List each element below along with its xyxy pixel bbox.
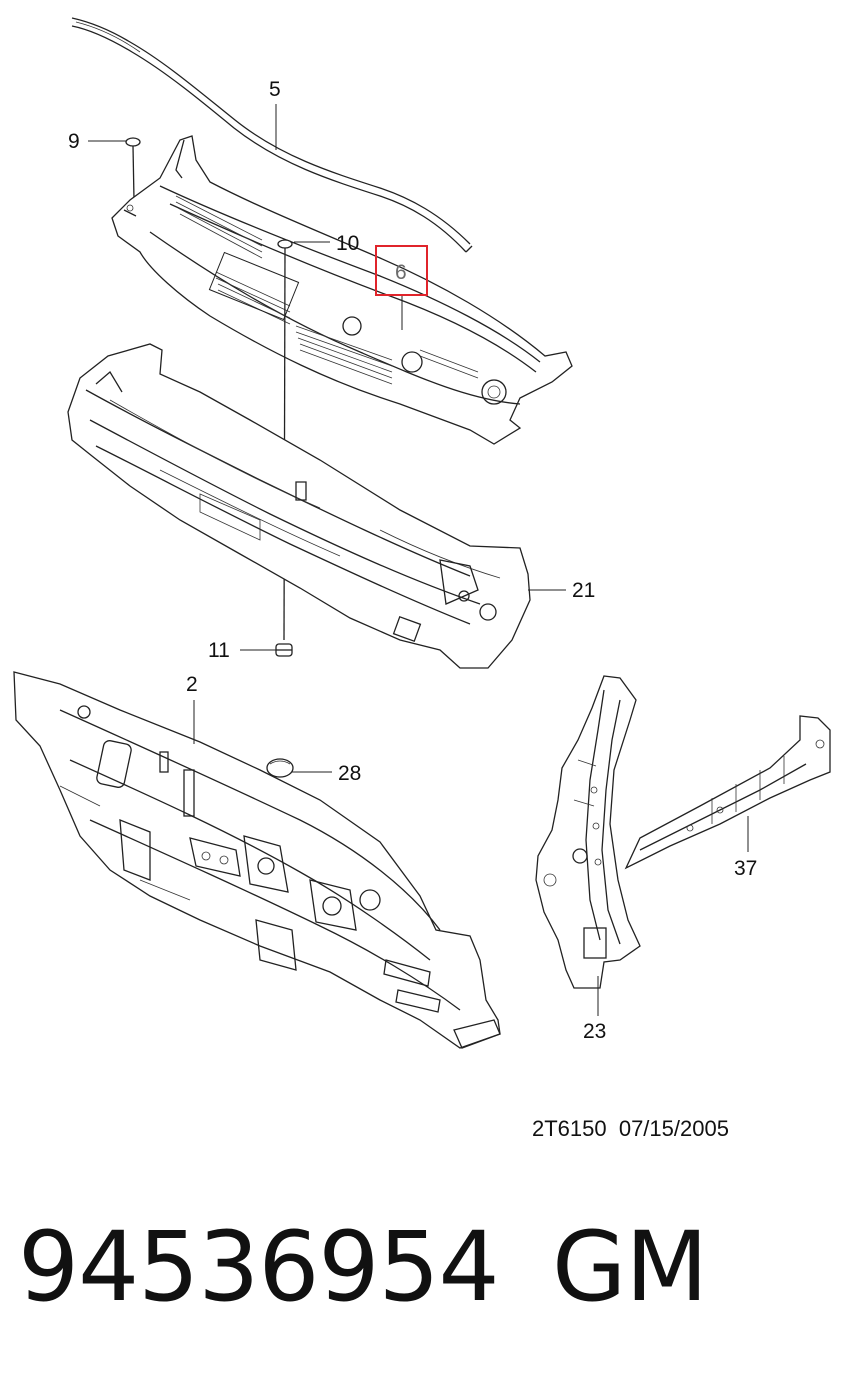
callout-11: 11	[208, 639, 230, 662]
part-9-screw	[125, 137, 141, 201]
callout-6-highlight-box	[375, 245, 428, 296]
part-21-dash-upper-panel	[67, 343, 531, 669]
callout-labels: 5 9 10 6 21 11 2 28 37 23	[68, 78, 757, 1043]
callout-10: 10	[336, 232, 359, 255]
part-5-weatherstrip	[71, 17, 473, 253]
callout-9: 9	[68, 130, 80, 153]
callout-23: 23	[583, 1020, 606, 1043]
callout-6: 6	[395, 261, 407, 284]
callout-2: 2	[186, 673, 198, 696]
drawing-code: 2T6150 07/15/2005	[532, 1116, 729, 1141]
callout-21: 21	[572, 579, 595, 602]
callout-5: 5	[269, 78, 281, 101]
part-11-clip	[275, 643, 293, 657]
callout-28: 28	[338, 762, 361, 785]
part-37-reinforcement-bracket	[624, 715, 831, 870]
part-28-plug	[266, 758, 294, 778]
part-number: 94536954	[18, 1211, 500, 1323]
part-6-cowl-vent-panel	[111, 135, 573, 445]
callout-37: 37	[734, 857, 757, 880]
brand-name: GM	[552, 1211, 708, 1323]
part-2-dash-lower-panel	[13, 671, 501, 1049]
leader-lines	[88, 104, 749, 1016]
part-23-side-pillar	[535, 675, 641, 989]
